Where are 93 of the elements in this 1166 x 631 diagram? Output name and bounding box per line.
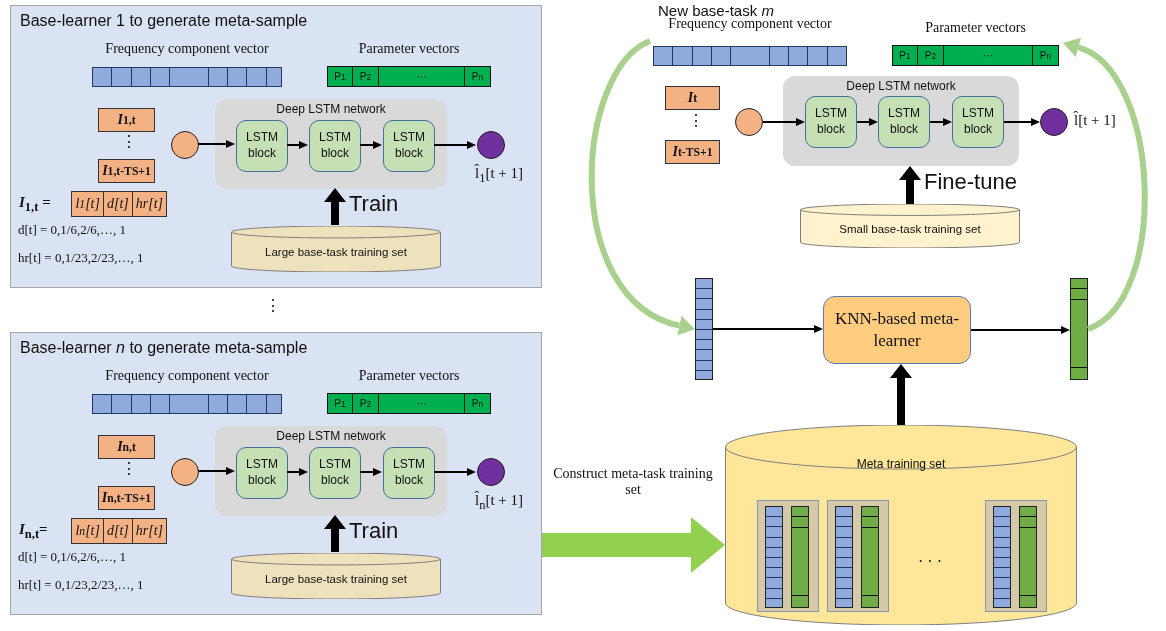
output-label: l̂$_{n}$[t + 1]: [475, 492, 524, 513]
lstm-block: LSTM block: [383, 120, 435, 172]
output-label: l̂$_{1}$[t + 1]: [475, 165, 524, 186]
block-arrow: [588, 38, 695, 335]
vector-bar: [835, 506, 853, 608]
arrow: [286, 141, 308, 149]
database-cylinder: Small base-task training set: [800, 204, 1020, 248]
edge-label: Train: [349, 190, 399, 217]
ellipsis: · · ·: [918, 553, 942, 571]
input-circle: [171, 131, 199, 159]
ellipsis: ⋮: [265, 296, 281, 315]
arrow: [856, 118, 878, 126]
sample-box: [827, 500, 889, 612]
arrow: [712, 325, 823, 333]
vector-heading: Frequency component vector: [104, 41, 270, 57]
block-arrow: [890, 364, 912, 425]
lstm-block: LSTM block: [878, 96, 930, 148]
arrow: [433, 141, 476, 149]
arrow: [197, 467, 235, 475]
lstm-block: LSTM block: [236, 447, 288, 499]
formula-cell: hr[t]: [132, 191, 167, 217]
panel: [10, 5, 542, 288]
process-box: KNN-based meta-learner: [823, 296, 971, 364]
formula-text: d[t] = 0,1/6,2/6,…, 1: [18, 549, 127, 565]
formula-text: d[t] = 0,1/6,2/6,…, 1: [18, 222, 127, 238]
panel-title: Deep LSTM network: [275, 429, 387, 443]
network-panel: [215, 426, 447, 516]
input-circle: [735, 108, 763, 136]
network-panel: [783, 76, 1019, 166]
vector-bar: [695, 278, 713, 380]
block-arrow: [542, 517, 725, 573]
formula-label: I$_{n,t}$=: [19, 521, 48, 542]
ellipsis: ⋮: [688, 111, 704, 130]
arrow: [197, 140, 235, 148]
output-circle: [477, 458, 505, 486]
output-label: l̂[t + 1]: [1074, 112, 1116, 129]
arrow: [929, 118, 952, 126]
lstm-block: LSTM block: [236, 120, 288, 172]
edge-label: Train: [349, 517, 399, 544]
lstm-block: LSTM block: [952, 96, 1004, 148]
database-cylinder: Large base-task training set: [231, 226, 441, 272]
block-arrow: [1064, 38, 1148, 332]
arrow: [433, 468, 476, 476]
lstm-block: LSTM block: [805, 96, 857, 148]
ellipsis: ⋮: [121, 132, 137, 151]
arrow: [1003, 118, 1040, 126]
panel-title: Deep LSTM network: [275, 102, 387, 116]
edge-label: Construct meta-task training set: [552, 466, 714, 498]
database-cylinder: Large base-task training set: [231, 553, 441, 599]
arrow: [286, 468, 308, 476]
vector-heading: Frequency component vector: [667, 16, 833, 32]
parameter-cell: ···: [944, 45, 1033, 66]
vector-bar: [765, 506, 783, 608]
block-arrow: [324, 188, 346, 225]
sample-box: [757, 500, 819, 612]
lstm-block: LSTM block: [309, 447, 361, 499]
vector-bar: [791, 506, 809, 608]
vector-bar: [1019, 506, 1037, 608]
formula-cell: hr[t]: [132, 518, 167, 544]
arrow: [359, 141, 382, 149]
formula-text: hr[t] = 0,1/23,2/23,…, 1: [18, 250, 144, 266]
panel-title: Base-learner n to generate meta-sample: [20, 339, 308, 357]
arrow: [359, 468, 382, 476]
output-circle: [1040, 108, 1068, 136]
formula-text: hr[t] = 0,1/23,2/23,…, 1: [18, 577, 144, 593]
formula-label: I$_{1,t}$ =: [19, 194, 51, 215]
arrow: [970, 326, 1070, 334]
vector-bar: [1070, 278, 1088, 380]
edge-label: Fine-tune: [924, 169, 1017, 195]
arrow: [762, 118, 805, 126]
lstm-block: LSTM block: [383, 447, 435, 499]
output-circle: [477, 131, 505, 159]
vector-heading: Parameter vectors: [924, 20, 1027, 36]
lstm-block: LSTM block: [309, 120, 361, 172]
vector-bar: [861, 506, 879, 608]
block-arrow: [324, 515, 346, 552]
network-panel: [215, 99, 447, 189]
formula-cell: d[t]: [103, 191, 133, 217]
panel-title: Deep LSTM network: [845, 79, 957, 93]
vector-heading: Parameter vectors: [357, 41, 461, 57]
parameter-cell: ···: [379, 393, 465, 414]
panel: [10, 332, 542, 615]
formula-cell: d[t]: [103, 518, 133, 544]
input-circle: [171, 458, 199, 486]
ellipsis: ⋮: [121, 459, 137, 478]
block-arrow: [899, 166, 921, 204]
vector-heading: Frequency component vector: [104, 368, 270, 384]
panel-title: Base-learner 1 to generate meta-sample: [20, 12, 308, 30]
sample-box: [985, 500, 1047, 612]
vector-heading: Parameter vectors: [357, 368, 461, 384]
parameter-cell: ···: [379, 66, 465, 87]
section-heading: New base-task m: [658, 2, 774, 19]
vector-bar: [993, 506, 1011, 608]
